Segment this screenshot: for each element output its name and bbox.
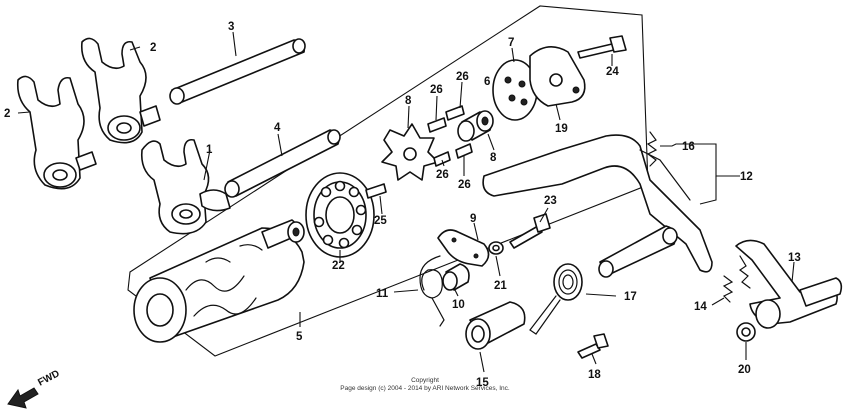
washer-20 — [736, 322, 756, 342]
callout-11: 11 — [376, 288, 389, 300]
callout-15: 15 — [476, 377, 489, 389]
copyright-line-2: Page design (c) 2004 - 2014 by ARI Netwo… — [340, 385, 510, 392]
callout-8-upper: 8 — [405, 95, 412, 107]
shift-fork-upper — [80, 37, 161, 144]
copyright-line-1: Copyright — [411, 377, 439, 384]
ratchet-plate — [437, 229, 490, 267]
callout-16: 16 — [682, 141, 695, 153]
collar-10 — [442, 263, 470, 291]
callout-7: 7 — [508, 37, 514, 49]
return-spring-16 — [646, 131, 658, 167]
shift-drum — [133, 219, 305, 343]
callout-26-bottom-left: 26 — [436, 169, 449, 181]
callout-2-left: 2 — [4, 108, 10, 120]
callout-26-top-left: 26 — [430, 84, 443, 96]
washer-21 — [488, 241, 504, 255]
drum-center-plate — [492, 59, 538, 121]
callout-26-top-right: 26 — [456, 71, 469, 83]
callout-8-lower: 8 — [490, 152, 497, 164]
gearshift-arm — [482, 134, 713, 278]
drum-stopper-plate — [381, 123, 439, 181]
callout-21: 21 — [494, 280, 507, 292]
fwd-indicator: FWD — [7, 368, 62, 409]
callout-23: 23 — [544, 195, 557, 207]
callout-19: 19 — [555, 123, 568, 135]
callout-2-upper: 2 — [150, 42, 156, 54]
callout-5: 5 — [296, 331, 303, 343]
spring-11 — [419, 255, 445, 327]
bearing — [305, 172, 375, 258]
callout-14: 14 — [694, 301, 707, 313]
callout-numbers: 1 2 2 3 4 5 6 7 8 8 9 10 11 12 13 14 15 … — [4, 21, 801, 389]
torsion-spring-17 — [529, 263, 583, 335]
shift-fork-left — [16, 75, 97, 190]
callout-9: 9 — [470, 213, 476, 225]
callout-13: 13 — [788, 252, 801, 264]
leader-lines — [17, 31, 795, 373]
fwd-label: FWD — [36, 368, 61, 388]
collar — [457, 110, 494, 142]
shift-fork-center — [140, 138, 231, 235]
callout-22: 22 — [332, 260, 345, 272]
gearshift-spindle — [735, 239, 843, 329]
bushing-15 — [465, 301, 526, 350]
callout-12: 12 — [740, 171, 753, 183]
callout-26-bottom-right: 26 — [458, 179, 471, 191]
callout-3: 3 — [228, 21, 234, 33]
fwd-arrow-icon — [7, 387, 39, 409]
callout-10: 10 — [452, 299, 465, 311]
callout-4: 4 — [274, 122, 281, 134]
callout-24: 24 — [606, 66, 619, 78]
callout-6: 6 — [484, 76, 490, 88]
bolt-24 — [577, 35, 627, 59]
dowel-pin — [365, 183, 387, 199]
spring-14 — [722, 275, 734, 303]
callout-18: 18 — [588, 369, 601, 381]
bolt-23 — [509, 213, 551, 249]
fork-shaft-long — [169, 38, 306, 105]
callout-1: 1 — [206, 144, 213, 156]
callout-20: 20 — [738, 364, 751, 376]
segment-plate — [529, 46, 586, 107]
bolt-18 — [577, 333, 609, 359]
fork-shaft-short — [224, 129, 341, 198]
callout-17: 17 — [624, 291, 637, 303]
callout-25: 25 — [374, 215, 387, 227]
pins-26 — [427, 105, 473, 167]
